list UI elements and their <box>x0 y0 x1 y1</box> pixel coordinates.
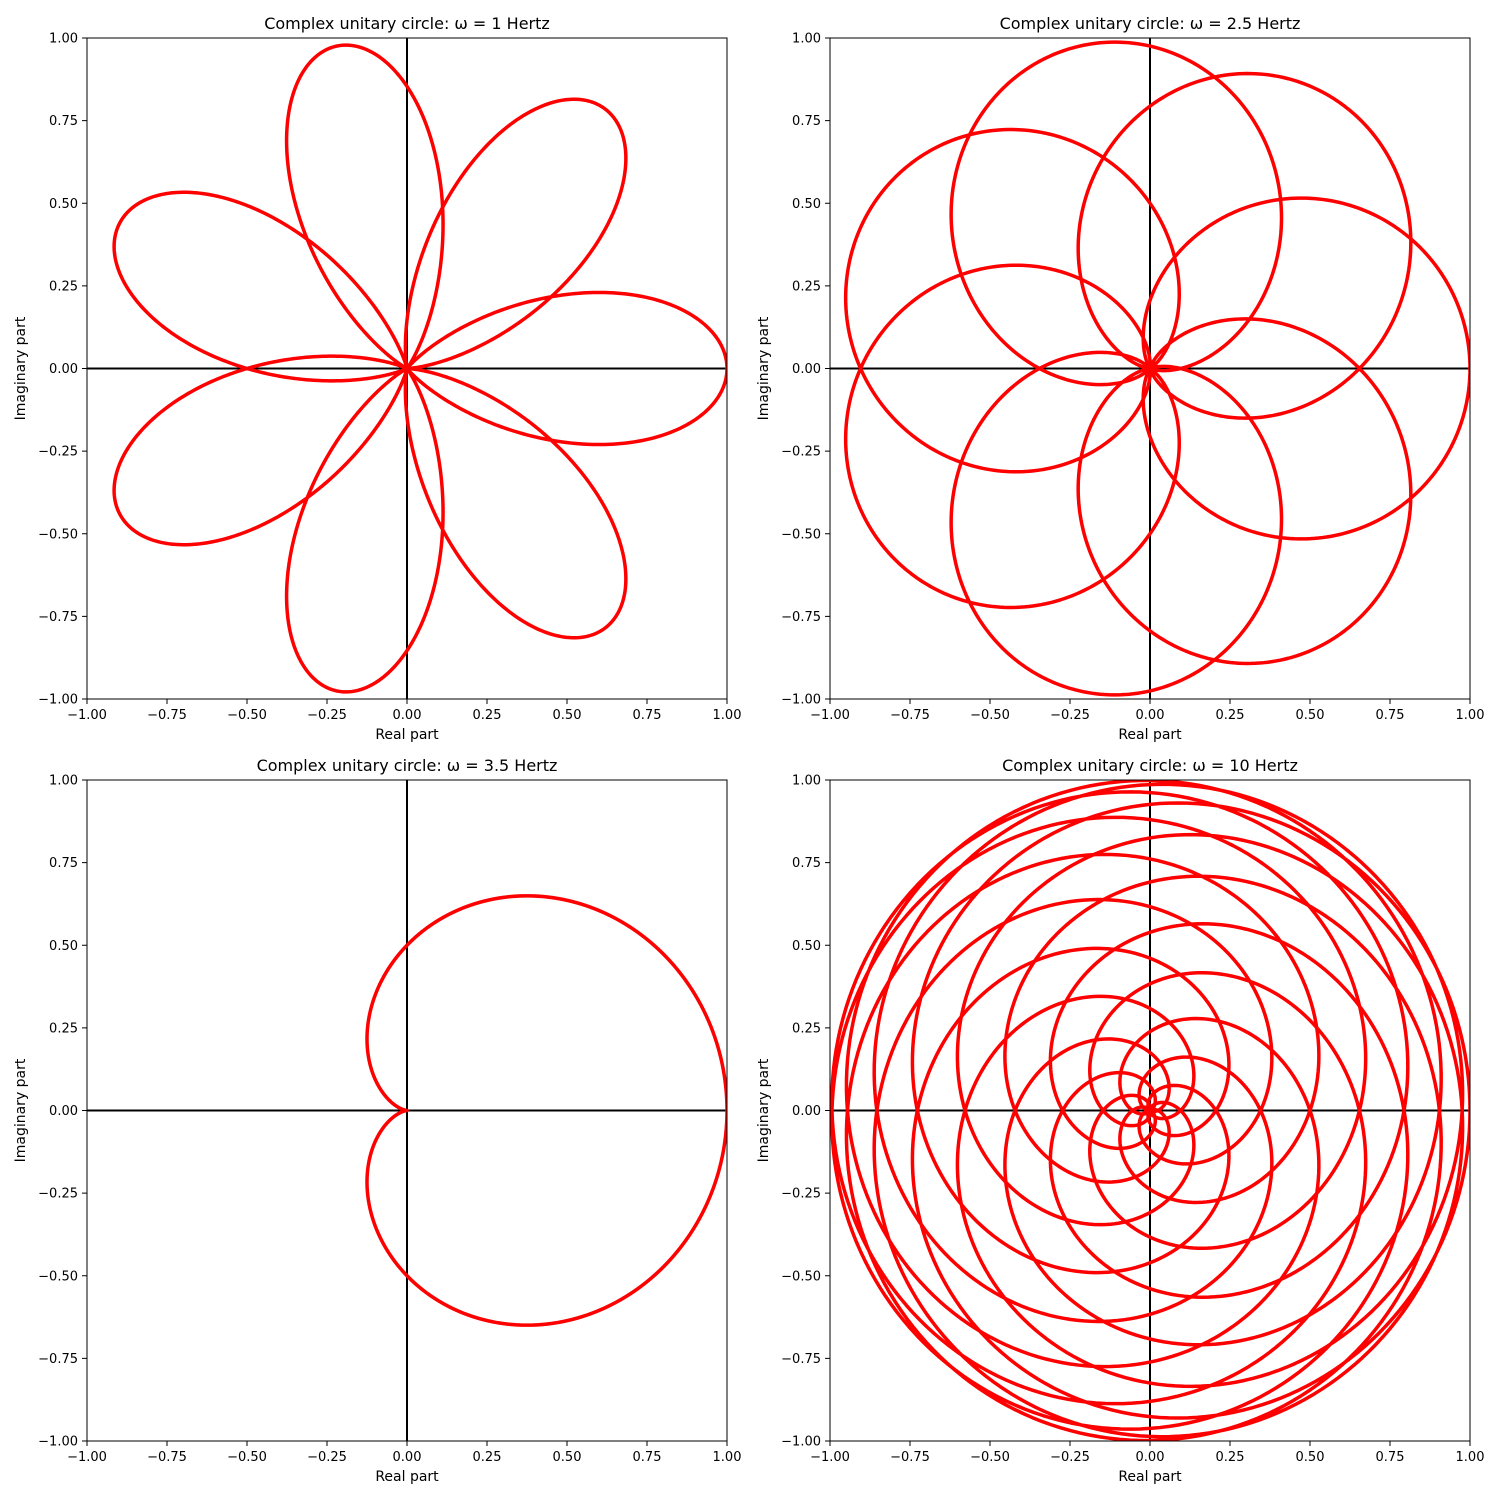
x-tick-label: −0.25 <box>1050 708 1090 723</box>
y-tick-label: −1.00 <box>38 1435 78 1450</box>
x-tick-label: 1.00 <box>713 708 742 723</box>
x-tick-label: 0.00 <box>393 1450 422 1465</box>
x-axis-label: Real part <box>375 727 439 743</box>
x-tick-label: −0.75 <box>147 1450 187 1465</box>
y-tick-label: −1.00 <box>38 693 78 708</box>
y-tick-label: 0.00 <box>49 1104 78 1119</box>
x-tick-label: 1.00 <box>1456 708 1485 723</box>
x-tick-label: 0.75 <box>633 708 662 723</box>
x-tick-label: 0.25 <box>473 708 502 723</box>
x-tick-label: −0.50 <box>970 1450 1010 1465</box>
y-tick-label: −1.00 <box>781 693 821 708</box>
y-tick-label: −0.50 <box>38 1269 78 1284</box>
y-tick-label: 0.25 <box>49 1021 78 1036</box>
chart-panel-1: −1.00 −0.75 −0.50 −0.25 0.00 0.25 0.50 0.75 1.00… <box>13 14 741 743</box>
chart-title: Complex unitary circle: ω = 2.5 Hertz <box>1000 14 1301 33</box>
x-tick-label: 0.25 <box>1216 1450 1245 1465</box>
y-tick-label: −0.25 <box>781 1187 821 1202</box>
x-axis-label: Real part <box>375 1469 439 1485</box>
y-tick-label: −0.25 <box>781 445 821 460</box>
x-axis-label: Real part <box>1118 1469 1182 1485</box>
x-tick-label: 0.75 <box>1376 1450 1405 1465</box>
y-tick-label: 0.00 <box>49 362 78 377</box>
x-tick-label: −0.50 <box>970 708 1010 723</box>
series-curve <box>830 780 1470 1441</box>
x-tick-label: −0.75 <box>147 708 187 723</box>
chart-panel-4: −1.00 −0.75 −0.50 −0.25 0.00 0.25 0.50 0.75 1.00… <box>756 756 1484 1485</box>
chart-title: Complex unitary circle: ω = 1 Hertz <box>264 14 550 33</box>
y-tick-label: 1.00 <box>49 32 78 47</box>
x-tick-label: 0.50 <box>553 1450 582 1465</box>
y-tick-label: −0.75 <box>781 610 821 625</box>
x-axis-label: Real part <box>1118 727 1182 743</box>
x-tick-label: −1.00 <box>67 708 107 723</box>
y-axis-label: Imaginary part <box>13 1058 29 1162</box>
y-axis-label: Imaginary part <box>756 1058 772 1162</box>
x-tick-label: 0.75 <box>1376 708 1405 723</box>
y-tick-label: −0.75 <box>38 610 78 625</box>
y-tick-label: −0.25 <box>38 1187 78 1202</box>
y-axis-label: Imaginary part <box>756 316 772 420</box>
y-tick-label: 0.00 <box>792 1104 821 1119</box>
x-tick-label: −1.00 <box>810 708 850 723</box>
x-tick-label: 1.00 <box>1456 1450 1485 1465</box>
chart-title: Complex unitary circle: ω = 10 Hertz <box>1002 756 1298 775</box>
y-tick-label: 0.25 <box>792 1021 821 1036</box>
y-tick-label: −0.50 <box>781 527 821 542</box>
series-curve <box>843 40 1470 697</box>
x-tick-label: 0.75 <box>633 1450 662 1465</box>
x-tick-label: 1.00 <box>713 1450 742 1465</box>
y-tick-label: 0.50 <box>49 197 78 212</box>
x-tick-label: 0.25 <box>1216 708 1245 723</box>
y-tick-label: 1.00 <box>792 774 821 789</box>
y-axis-label: Imaginary part <box>13 316 29 420</box>
y-tick-label: −0.25 <box>38 445 78 460</box>
x-tick-label: −0.75 <box>890 1450 930 1465</box>
series-curve <box>365 894 727 1327</box>
x-tick-label: 0.00 <box>393 708 422 723</box>
y-tick-label: 0.00 <box>792 362 821 377</box>
x-tick-label: 0.00 <box>1136 1450 1165 1465</box>
chart-panel-3: −1.00 −0.75 −0.50 −0.25 0.00 0.25 0.50 0.75 1.00… <box>13 756 741 1485</box>
series-curve <box>112 43 727 694</box>
x-tick-label: −0.25 <box>1050 1450 1090 1465</box>
y-tick-label: 0.75 <box>792 114 821 129</box>
y-tick-label: 1.00 <box>792 32 821 47</box>
y-tick-label: −1.00 <box>781 1435 821 1450</box>
y-tick-label: 0.75 <box>49 114 78 129</box>
y-tick-label: 0.25 <box>792 279 821 294</box>
x-tick-label: −1.00 <box>67 1450 107 1465</box>
x-tick-label: 0.25 <box>473 1450 502 1465</box>
chart-panel-2: −1.00 −0.75 −0.50 −0.25 0.00 0.25 0.50 0.75 1.00… <box>756 14 1484 743</box>
x-tick-label: −0.50 <box>227 1450 267 1465</box>
x-tick-label: −0.75 <box>890 708 930 723</box>
x-tick-label: −0.25 <box>307 1450 347 1465</box>
x-tick-label: 0.50 <box>1296 708 1325 723</box>
y-tick-label: 0.50 <box>792 939 821 954</box>
y-tick-label: 0.25 <box>49 279 78 294</box>
x-tick-label: 0.00 <box>1136 708 1165 723</box>
y-tick-label: 0.50 <box>49 939 78 954</box>
y-tick-label: 0.75 <box>49 856 78 871</box>
chart-title: Complex unitary circle: ω = 3.5 Hertz <box>257 756 558 775</box>
y-tick-label: −0.75 <box>38 1352 78 1367</box>
y-tick-label: 1.00 <box>49 774 78 789</box>
y-tick-label: −0.50 <box>38 527 78 542</box>
x-tick-label: −0.25 <box>307 708 347 723</box>
y-tick-label: −0.50 <box>781 1269 821 1284</box>
x-tick-label: −0.50 <box>227 708 267 723</box>
x-tick-label: 0.50 <box>553 708 582 723</box>
y-tick-label: −0.75 <box>781 1352 821 1367</box>
y-tick-label: 0.50 <box>792 197 821 212</box>
y-tick-label: 0.75 <box>792 856 821 871</box>
x-tick-label: 0.50 <box>1296 1450 1325 1465</box>
x-tick-label: −1.00 <box>810 1450 850 1465</box>
